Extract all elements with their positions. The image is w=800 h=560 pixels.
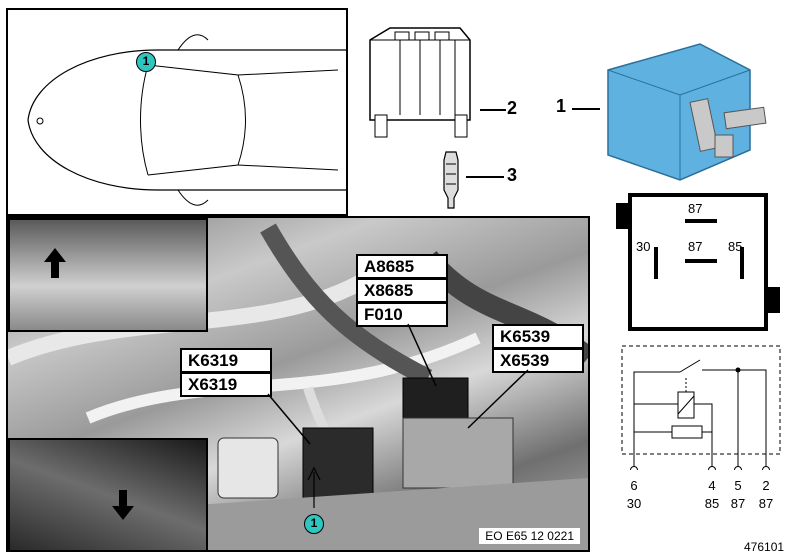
socket-icon <box>369 27 471 138</box>
pin-bar-left <box>654 247 658 279</box>
label-f010: F010 <box>356 302 448 327</box>
arrow-down-icon <box>112 490 134 520</box>
schematic-pin-term-3: 87 <box>730 496 746 511</box>
pinout-tab-right <box>768 287 780 313</box>
schematic-pin-num-1: 6 <box>630 478 638 493</box>
label-k6539: K6539 <box>492 324 584 349</box>
pin-bar-center <box>685 259 717 263</box>
relay-icon <box>607 43 767 181</box>
car-locator-panel: 1 <box>6 8 348 216</box>
part-number-terminal: 3 <box>507 165 518 185</box>
terminal-icon <box>443 151 459 209</box>
drawing-number: 476101 <box>744 540 785 554</box>
schematic-pin-num-4: 2 <box>762 478 770 493</box>
label-x6319: X6319 <box>180 372 272 397</box>
part-number-relay: 1 <box>556 96 567 116</box>
pin-label-center: 87 <box>688 239 703 254</box>
pin-label-right: 85 <box>728 239 743 254</box>
pin-bar-right <box>740 247 744 279</box>
label-x6539: X6539 <box>492 348 584 373</box>
schematic-pin-term-2: 85 <box>704 496 720 511</box>
photo-code: EO E65 12 0221 <box>479 528 580 544</box>
schematic-pin-num-2: 4 <box>708 478 716 493</box>
callout-marker-car: 1 <box>136 52 156 72</box>
installation-photo: A8685 X8685 F010 K6319 X6319 K6539 X6539… <box>6 216 590 552</box>
inset-relay-bracket <box>8 438 208 550</box>
pin-label-left: 30 <box>636 239 651 254</box>
inset-engine-bay <box>8 218 208 332</box>
relay-schematic <box>621 345 781 470</box>
part-number-socket: 2 <box>507 98 518 118</box>
pinout-tab-left <box>616 203 628 229</box>
pin-bar-top <box>685 219 717 223</box>
label-k6319: K6319 <box>180 348 272 373</box>
arrow-up-icon <box>44 248 66 278</box>
schematic-pin-num-3: 5 <box>734 478 742 493</box>
schematic-pin-term-1: 30 <box>626 496 642 511</box>
car-outline-icon <box>27 34 346 206</box>
leader-line-socket <box>480 109 506 111</box>
schematic-pin-term-4: 87 <box>758 496 774 511</box>
leader-line-relay <box>572 108 600 110</box>
callout-marker-photo: 1 <box>304 514 324 534</box>
relay-pinout-box: 87 87 30 85 <box>628 193 768 331</box>
photo-leader-lines <box>267 323 529 508</box>
leader-line-terminal <box>466 176 504 178</box>
pin-label-top: 87 <box>688 201 703 216</box>
